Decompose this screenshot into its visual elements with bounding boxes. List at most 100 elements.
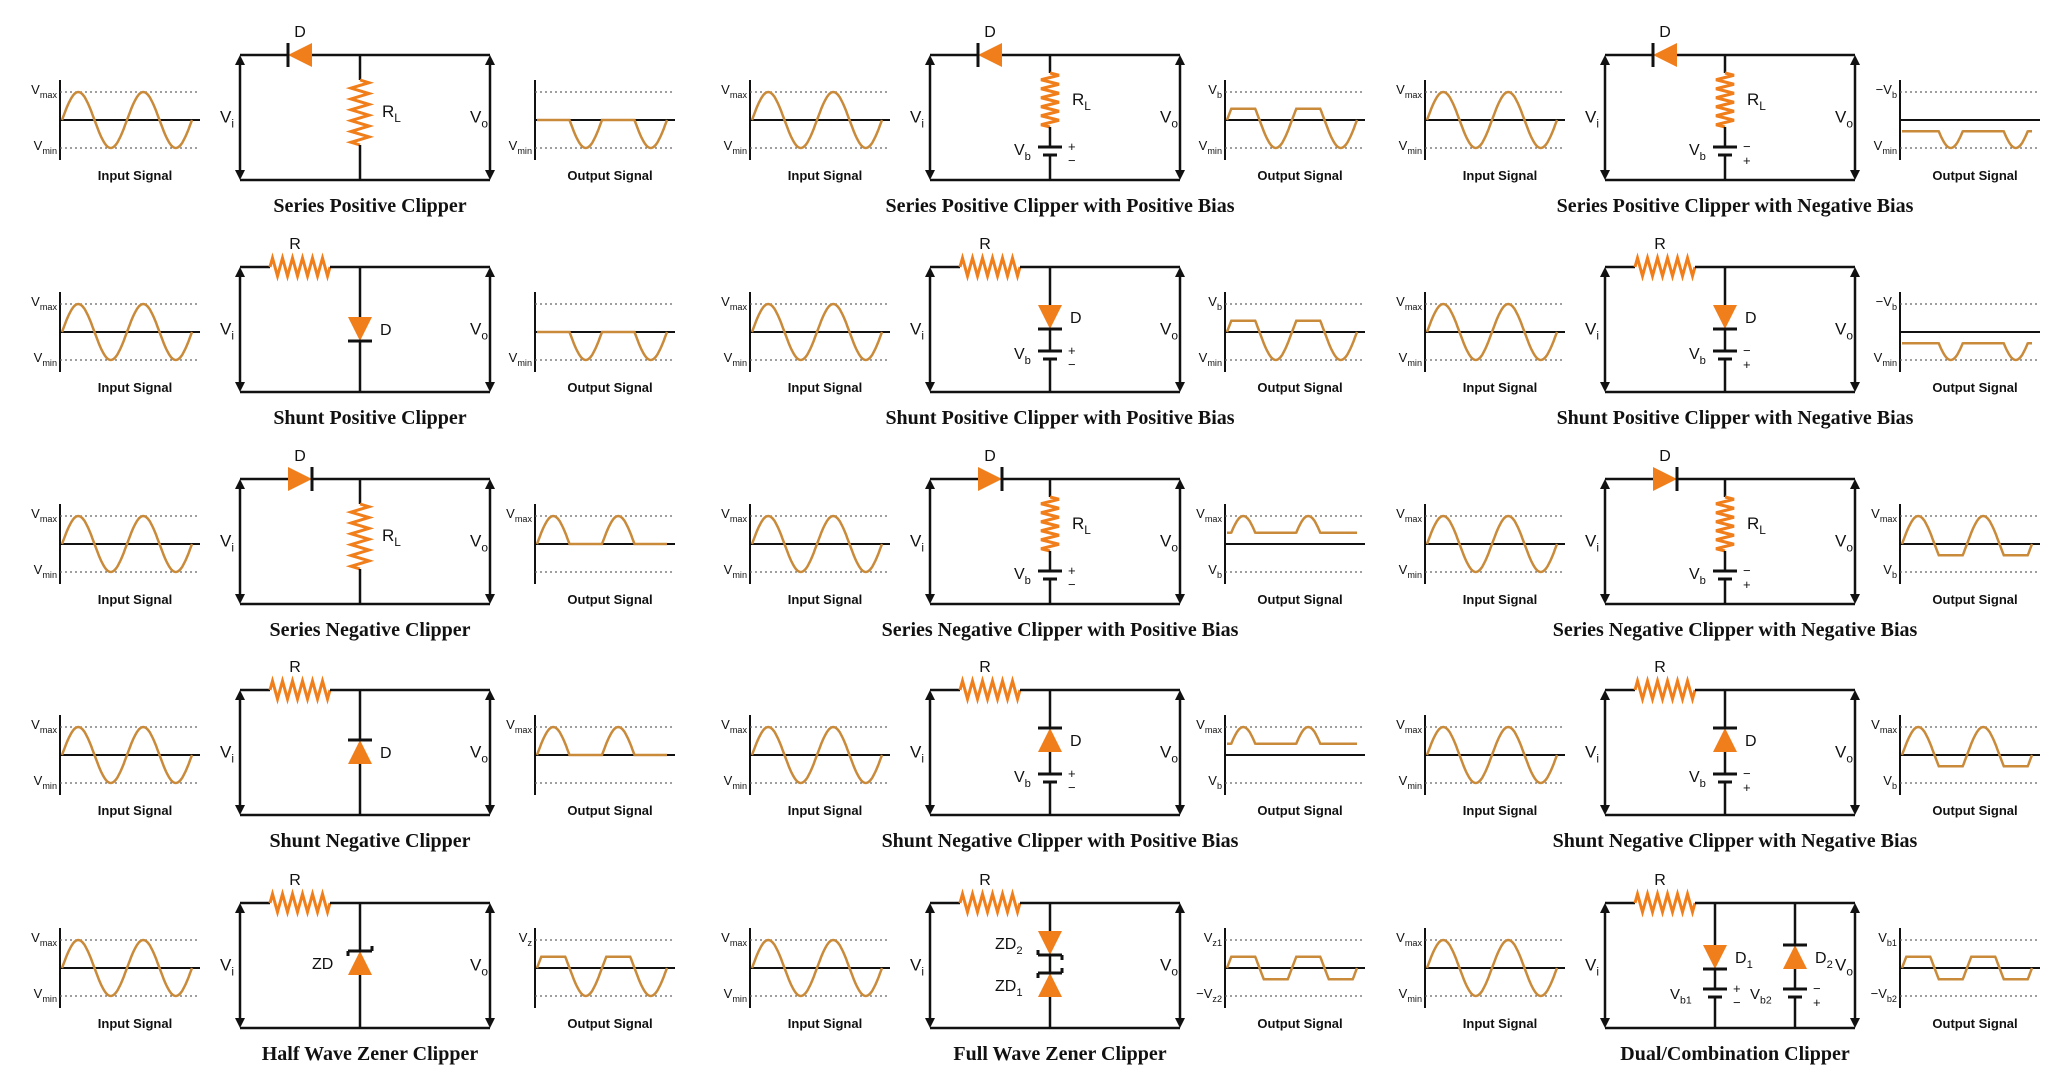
- arrow-head-down: [925, 805, 935, 815]
- battery-sign: +: [1068, 139, 1076, 154]
- arrow-head-down: [1850, 805, 1860, 815]
- arrow-head-down: [1175, 805, 1185, 815]
- r-label: R: [1654, 872, 1666, 889]
- vmax-label: Vmax: [1396, 930, 1422, 948]
- d2-label: D2: [1815, 950, 1833, 971]
- output-bottom-label: Vmin: [509, 138, 532, 156]
- vo-label: Vo: [1835, 743, 1853, 766]
- battery-sign: −: [1068, 577, 1076, 592]
- output-top-label: Vb: [1208, 82, 1222, 100]
- output-signal-label: Output Signal: [1932, 592, 2017, 607]
- vmin-label: Vmin: [1399, 350, 1422, 368]
- battery-sign: −: [1813, 981, 1821, 996]
- vmax-label: Vmax: [721, 506, 747, 524]
- resistor: [268, 888, 332, 918]
- arrow-head-up: [925, 690, 935, 700]
- vi-label: Vi: [1585, 532, 1599, 555]
- vmin-label: Vmin: [724, 138, 747, 156]
- arrow-head-up: [485, 903, 495, 913]
- output-bottom-label: Vb: [1208, 562, 1222, 580]
- arrow-head-up: [235, 55, 245, 65]
- input-waveform: [1425, 938, 1559, 998]
- arrow-head-down: [485, 1018, 495, 1028]
- vo-label: Vo: [470, 320, 488, 343]
- vb-label: Vb: [1689, 769, 1706, 790]
- circuit-title: Series Negative Clipper with Negative Bi…: [1552, 619, 1918, 641]
- r-label: R: [979, 236, 991, 253]
- input-waveform: [750, 514, 884, 574]
- arrow-head-up: [485, 267, 495, 277]
- r-label: R: [289, 236, 301, 253]
- vi-label: Vi: [220, 320, 234, 343]
- arrow-head-up: [1850, 690, 1860, 700]
- diode-label: D: [294, 448, 306, 465]
- diode-label: D: [1070, 310, 1082, 327]
- circuit-title: Full Wave Zener Clipper: [953, 1043, 1167, 1065]
- arrow-head-down: [1600, 594, 1610, 604]
- output-signal-label: Output Signal: [1932, 168, 2017, 183]
- vo-label: Vo: [1160, 743, 1178, 766]
- arrow-head-down: [485, 382, 495, 392]
- diode-label: D: [380, 322, 392, 339]
- circuit-title: Dual/Combination Clipper: [1620, 1043, 1850, 1065]
- vo-label: Vo: [470, 108, 488, 131]
- resistor: [958, 675, 1022, 705]
- output-bottom-label: Vb: [1208, 773, 1222, 791]
- vi-label: Vi: [1585, 743, 1599, 766]
- vmin-label: Vmin: [1399, 138, 1422, 156]
- battery-sign: −: [1068, 153, 1076, 168]
- arrow-head-down: [485, 594, 495, 604]
- output-top-label: Vb: [1208, 294, 1222, 312]
- arrow-head-up: [1600, 55, 1610, 65]
- arrow-head-up: [1850, 479, 1860, 489]
- diode: [1653, 43, 1677, 67]
- battery-sign: +: [1068, 563, 1076, 578]
- arrow-head-up: [1600, 479, 1610, 489]
- vi-label: Vi: [220, 108, 234, 131]
- input-signal-label: Input Signal: [788, 168, 862, 183]
- vo-label: Vo: [1160, 532, 1178, 555]
- input-signal-label: Input Signal: [1463, 168, 1537, 183]
- output-bottom-label: Vmin: [1874, 138, 1897, 156]
- resistor: [1633, 675, 1697, 705]
- input-waveform: [1425, 514, 1559, 574]
- resistor: [345, 78, 375, 147]
- vi-label: Vi: [220, 532, 234, 555]
- arrow-head-down: [1850, 1018, 1860, 1028]
- arrow-head-down: [1600, 1018, 1610, 1028]
- arrow-head-up: [1175, 903, 1185, 913]
- arrow-head-up: [1850, 267, 1860, 277]
- vmin-label: Vmin: [724, 350, 747, 368]
- rl-label: RL: [1747, 90, 1766, 113]
- output-waveform: [1227, 514, 1357, 535]
- vo-label: Vo: [1160, 320, 1178, 343]
- output-top-label: Vmax: [1196, 506, 1222, 524]
- resistor: [268, 252, 332, 282]
- vi-label: Vi: [910, 743, 924, 766]
- circuit-title: Shunt Positive Clipper with Positive Bia…: [885, 407, 1235, 429]
- input-signal-label: Input Signal: [788, 380, 862, 395]
- r-label: R: [289, 872, 301, 889]
- diode-label: D: [294, 24, 306, 41]
- arrow-head-up: [925, 479, 935, 489]
- zener2-label: ZD2: [995, 936, 1023, 957]
- resistor: [958, 888, 1022, 918]
- battery-sign: +: [1743, 780, 1751, 795]
- battery-sign: +: [1743, 357, 1751, 372]
- vmin-label: Vmin: [1399, 773, 1422, 791]
- vb-label: Vb: [1014, 142, 1031, 163]
- diode: [1038, 728, 1062, 752]
- vi-label: Vi: [220, 743, 234, 766]
- resistor: [1040, 495, 1060, 553]
- arrow-head-up: [1175, 55, 1185, 65]
- vmax-label: Vmax: [31, 294, 57, 312]
- diode-label: D: [984, 448, 996, 465]
- diode: [1653, 467, 1677, 491]
